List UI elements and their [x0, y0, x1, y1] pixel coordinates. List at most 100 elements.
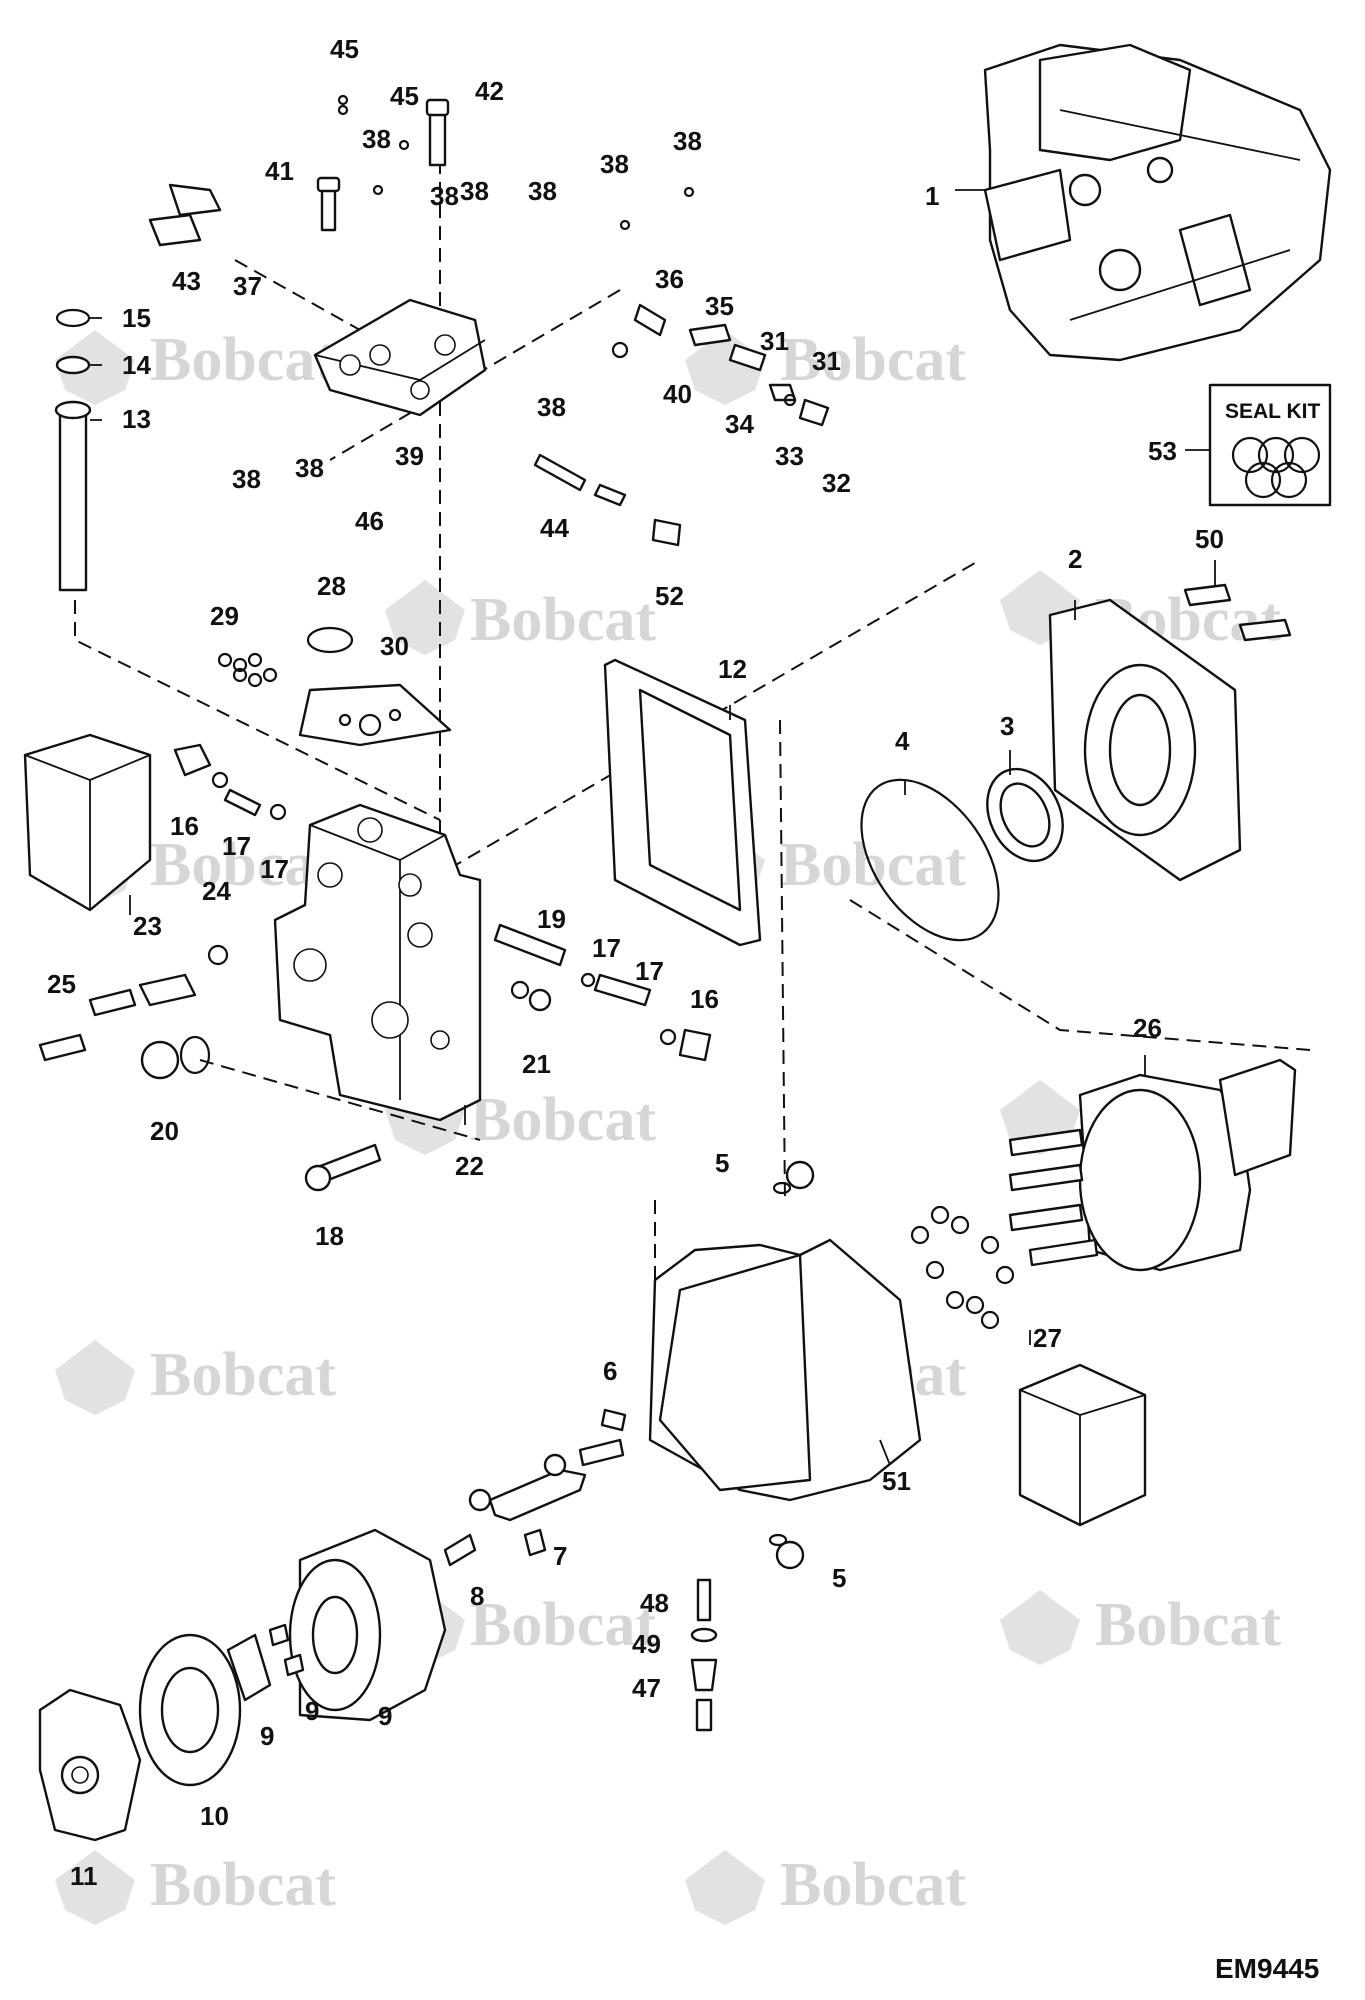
- rotating-group: [1008, 1058, 1297, 1272]
- watermark-logo-icon: [1000, 1590, 1080, 1665]
- callout-number: 19: [537, 904, 566, 934]
- callout-number: 38: [295, 453, 324, 483]
- callout-number: 42: [475, 76, 504, 106]
- watermark: Bobcat: [780, 326, 966, 394]
- callout-number: 38: [528, 176, 557, 206]
- callout-number: 13: [122, 404, 151, 434]
- callout-number: 9: [378, 1701, 392, 1731]
- callout-number: 21: [522, 1049, 551, 1079]
- watermark-logo-icon: [685, 1850, 765, 1925]
- motor-assembly: [983, 43, 1332, 362]
- callout-number: 29: [210, 601, 239, 631]
- callout-number: 28: [317, 571, 346, 601]
- watermark-logo-icon: [55, 1340, 135, 1415]
- callout-labels: 45 45 42 41 38 38 38 38 38 38 43 37 15 1…: [47, 34, 1224, 1891]
- callout-number: 3: [1000, 711, 1014, 741]
- callout-number: 10: [200, 1801, 229, 1831]
- watermark: Bobcat: [470, 1086, 656, 1154]
- control-valve-block: [148, 183, 487, 417]
- callout-number: 45: [390, 81, 419, 111]
- watermark: Bobcat: [780, 831, 966, 899]
- callout-number: 37: [233, 271, 262, 301]
- watermark-logo-icon: [385, 580, 465, 655]
- end-flange: [1048, 583, 1292, 882]
- fittings-left: [38, 743, 712, 1192]
- callout-number: 35: [705, 291, 734, 321]
- seal-kit-title: SEAL KIT: [1225, 400, 1320, 423]
- callout-number: 38: [537, 392, 566, 422]
- callout-number: 38: [232, 464, 261, 494]
- callout-number: 15: [122, 303, 151, 333]
- watermark-logo-icon: [55, 1850, 135, 1925]
- callout-number: 31: [760, 326, 789, 356]
- callout-number: 34: [725, 409, 754, 439]
- callout-number: 40: [663, 379, 692, 409]
- gasket-plate: [603, 658, 762, 947]
- callout-number: 2: [1068, 544, 1082, 574]
- o-ring-group: [910, 1205, 1015, 1330]
- callout-number: 53: [1148, 436, 1177, 466]
- callout-number: 38: [600, 149, 629, 179]
- callout-number: 6: [603, 1356, 617, 1386]
- callout-number: 45: [330, 34, 359, 64]
- callout-number: 51: [882, 1466, 911, 1496]
- motor-housing: [648, 1160, 922, 1570]
- plunger-part: [54, 308, 92, 592]
- cover-block-left: [23, 733, 152, 912]
- fasteners-top: [316, 94, 830, 547]
- callout-number: 36: [655, 264, 684, 294]
- callout-number: 50: [1195, 524, 1224, 554]
- valve-plate: [138, 1633, 242, 1787]
- callout-number: 44: [540, 513, 569, 543]
- callout-number: 39: [395, 441, 424, 471]
- callout-number: 9: [260, 1721, 274, 1751]
- watermark: Bobcat: [1095, 1591, 1281, 1659]
- callout-number: 17: [592, 933, 621, 963]
- shaft-parts: [443, 1408, 627, 1567]
- callout-number: 38: [673, 126, 702, 156]
- callout-number: 7: [553, 1541, 567, 1571]
- port-plate: [38, 1688, 142, 1842]
- watermark: Bobcat: [150, 1341, 336, 1409]
- callout-number: 16: [170, 811, 199, 841]
- watermark: Bobcat: [470, 586, 656, 654]
- callout-number: 52: [655, 581, 684, 611]
- callout-number: 38: [362, 124, 391, 154]
- callout-number: 46: [355, 506, 384, 536]
- callout-number: 14: [122, 350, 151, 380]
- callout-number: 18: [315, 1221, 344, 1251]
- callout-number: 17: [635, 956, 664, 986]
- callout-number: 24: [202, 876, 231, 906]
- callout-number: 17: [260, 854, 289, 884]
- callout-number: 25: [47, 969, 76, 999]
- callout-number: 1: [925, 181, 939, 211]
- cover-block-right: [1018, 1363, 1147, 1527]
- callout-number: 9: [305, 1696, 319, 1726]
- callout-number: 8: [470, 1581, 484, 1611]
- watermark: Bobcat: [150, 326, 336, 394]
- watermark-logo-icon: [55, 330, 135, 405]
- callout-number: 5: [715, 1148, 729, 1178]
- callout-number: 38: [460, 176, 489, 206]
- callout-number: 20: [150, 1116, 179, 1146]
- callout-number: 49: [632, 1629, 661, 1659]
- callout-number: 43: [172, 266, 201, 296]
- adjusting-screw: [690, 1578, 718, 1732]
- callout-number: 30: [380, 631, 409, 661]
- callout-number: 23: [133, 911, 162, 941]
- seal-kit-box: SEAL KIT: [1208, 383, 1332, 507]
- diagram-code: EM9445: [1215, 1953, 1319, 1984]
- callout-number: 16: [690, 984, 719, 1014]
- shaft-seals: [860, 767, 1064, 942]
- callout-number: 27: [1033, 1323, 1062, 1353]
- callout-number: 11: [70, 1861, 98, 1891]
- leader-lines: [90, 189, 1216, 1466]
- gasket-rings: [217, 626, 452, 747]
- callout-number: 32: [822, 468, 851, 498]
- callout-number: 22: [455, 1151, 484, 1181]
- watermark: Bobcat: [150, 1851, 336, 1919]
- callout-number: 33: [775, 441, 804, 471]
- callout-number: 26: [1133, 1013, 1162, 1043]
- cylinder-block: [226, 1528, 447, 1722]
